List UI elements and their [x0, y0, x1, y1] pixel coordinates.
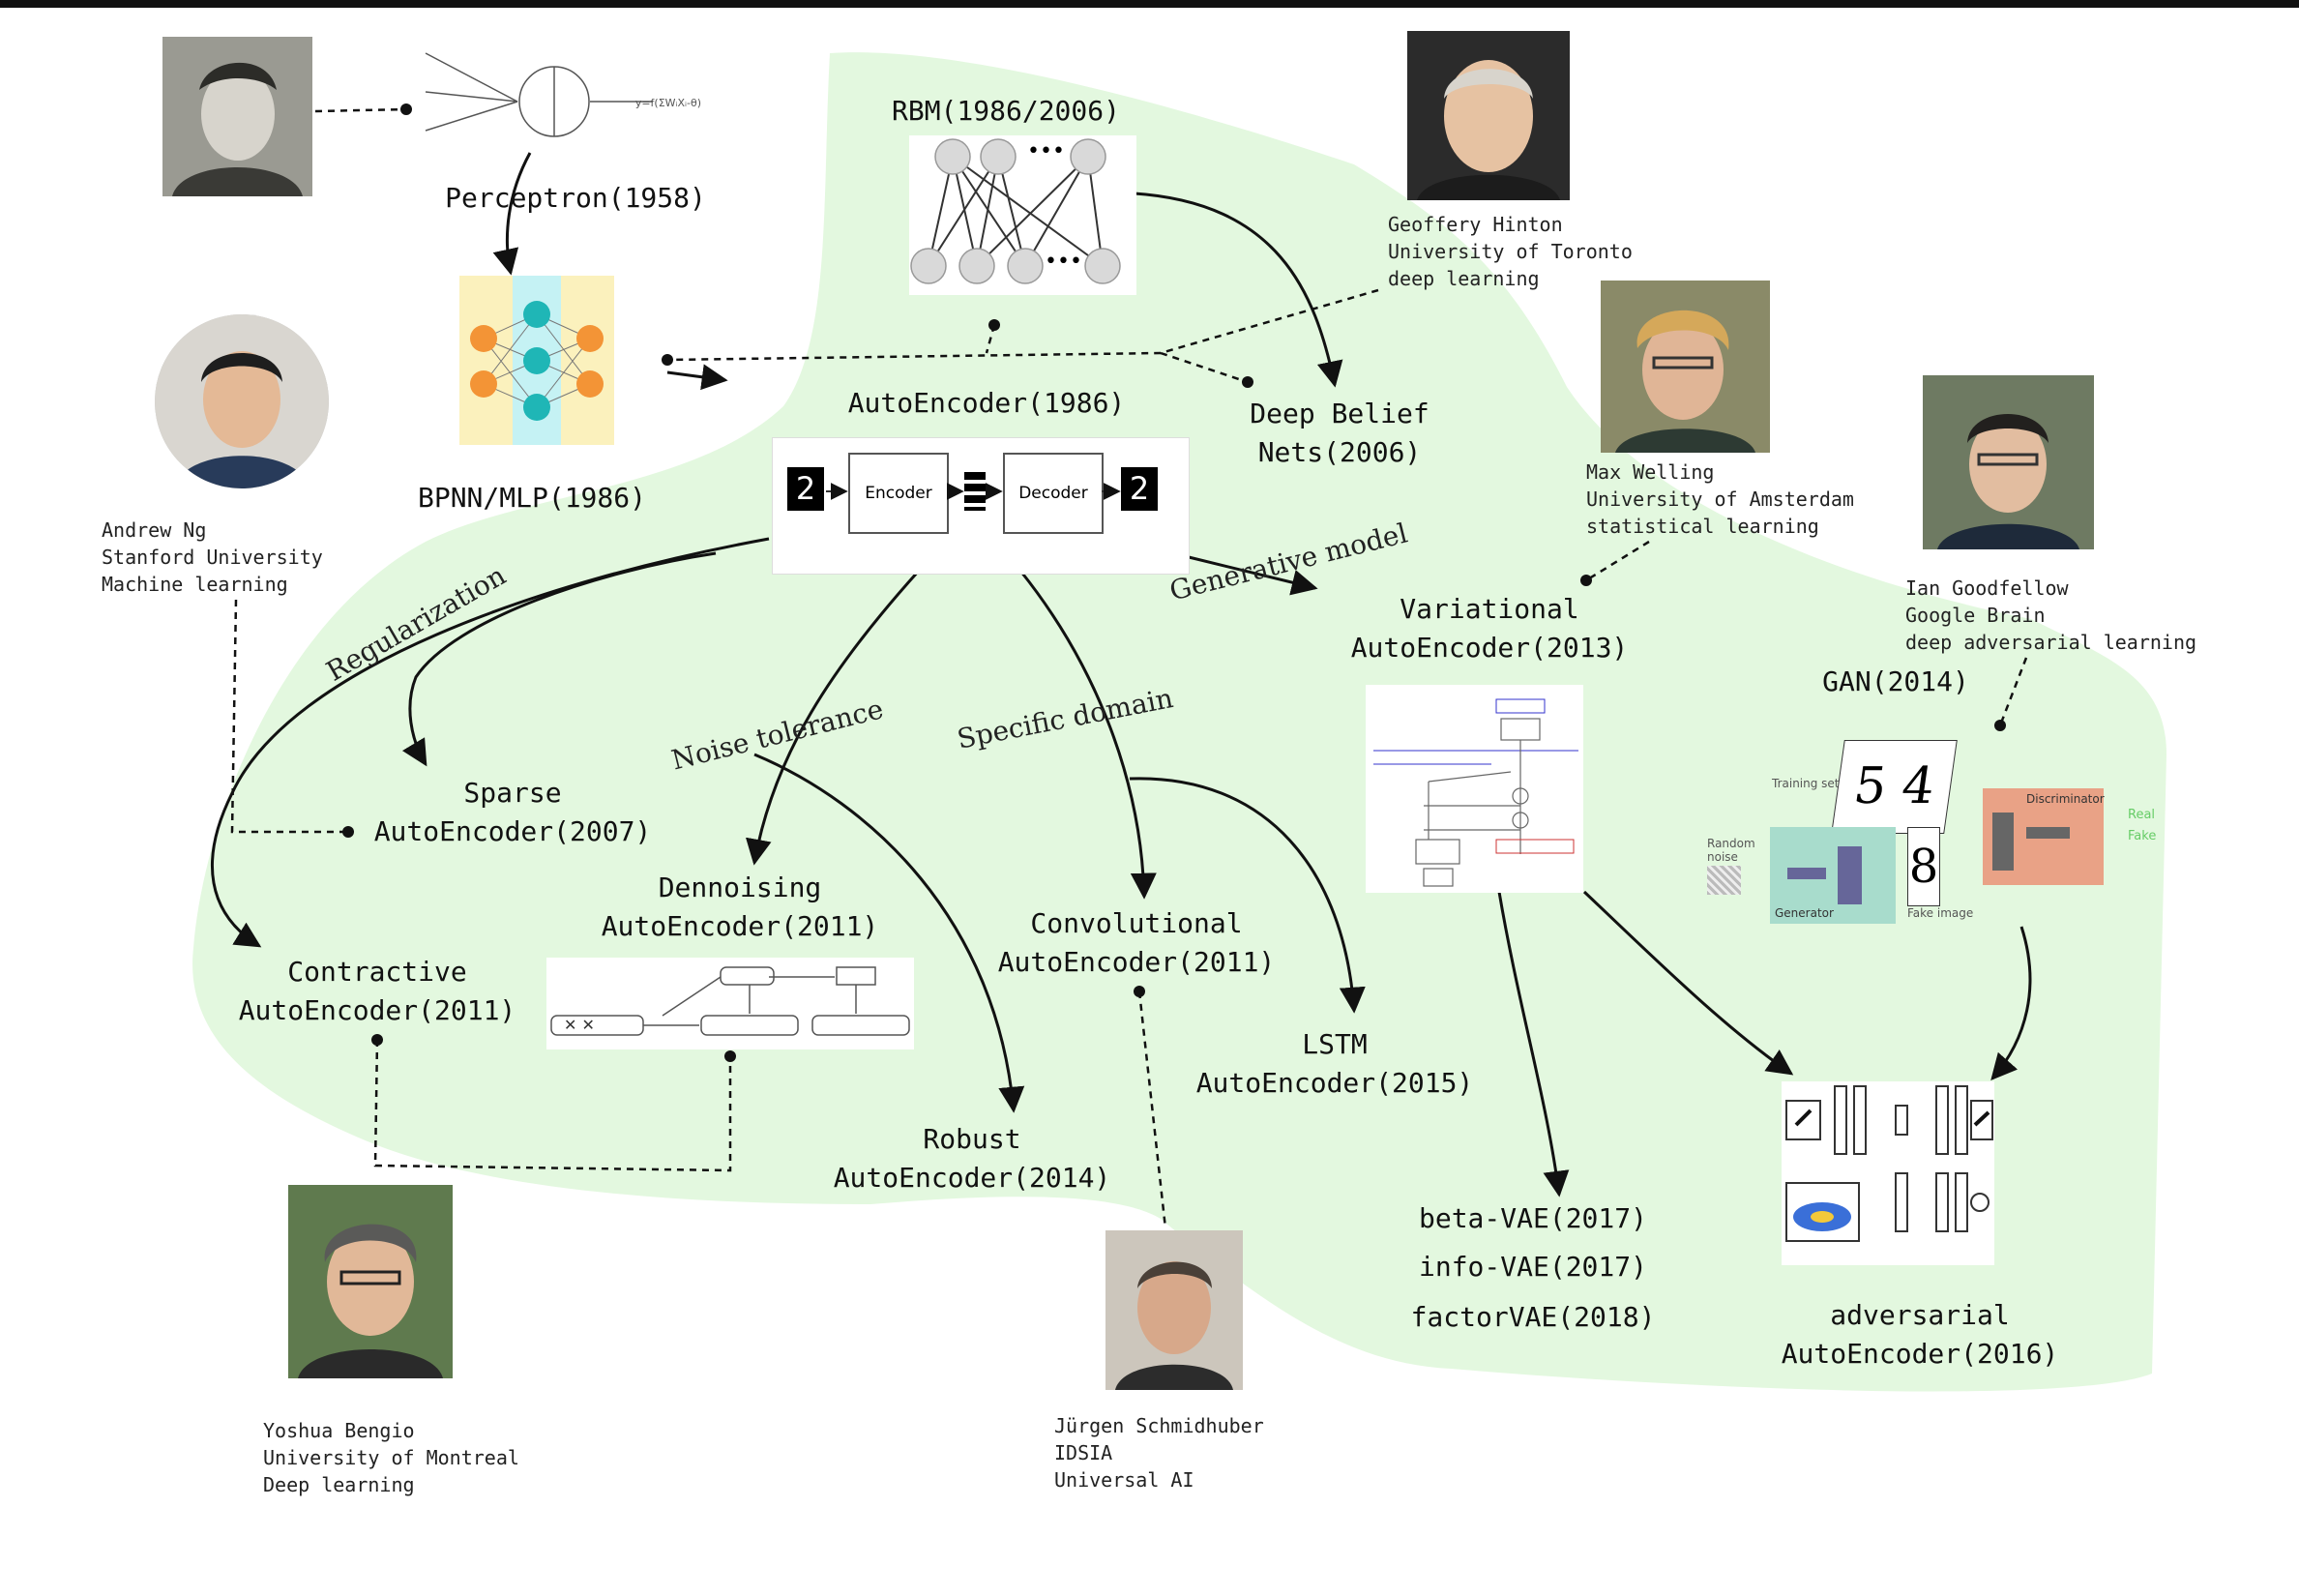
gan-generator-box: Generator [1770, 827, 1896, 924]
node-rbm: RBM(1986/2006) [891, 95, 1120, 127]
gan-training-set: 5 4 1 [1831, 740, 1958, 907]
gan-real-label: Real [2128, 808, 2156, 822]
hinton-caption: Geoffery Hinton University of Toronto de… [1388, 213, 1633, 290]
node-info-vae: info-VAE(2017) [1418, 1251, 1647, 1283]
node-gan: GAN(2014) [1822, 665, 1969, 697]
ae-latent [964, 472, 986, 511]
rosenblatt-photo [162, 37, 312, 196]
arrow-vae-adversarial [1582, 890, 1794, 1076]
node-convolutional: Convolutional AutoEncoder(2011) [997, 907, 1276, 978]
ng-photo [155, 314, 329, 488]
gan-random-label: Random noise [1707, 837, 1755, 864]
welling-photo [1601, 281, 1770, 453]
hinton-photo [1407, 31, 1570, 200]
gan-fake-image-label: Fake image [1907, 906, 1974, 920]
node-dbn: Deep Belief Nets(2006) [1250, 398, 1430, 468]
arrow-ae-convolutional [1018, 570, 1157, 900]
arrow-rbm-dbn [1134, 192, 1343, 388]
dash-hinton-dbn [1160, 351, 1249, 384]
gan-discriminator-box: Discriminator [1983, 788, 2105, 885]
arrow-ae-sparse [401, 551, 717, 767]
dash-rosenblatt [314, 107, 407, 113]
svg-text:y=f(ΣWᵢXᵢ-θ): y=f(ΣWᵢXᵢ-θ) [635, 97, 701, 109]
arrow-conv-lstm [1129, 777, 1366, 1014]
node-robust: Robust AutoEncoder(2014) [833, 1123, 1111, 1194]
gan-generator-layer2 [1838, 846, 1862, 904]
vae-figure [1366, 685, 1583, 893]
welling-caption: Max Welling University of Amsterdam stat… [1586, 460, 1854, 538]
node-lstm: LSTM AutoEncoder(2015) [1195, 1028, 1474, 1099]
node-beta-vae: beta-VAE(2017) [1418, 1202, 1647, 1234]
gan-training-label: Training set [1772, 777, 1840, 790]
gan-disc-layer1 [1992, 813, 2014, 871]
arrow-perceptron-bpnn [492, 152, 532, 276]
ae-output-digit: 2 [1121, 467, 1158, 511]
arrow-ae-denoising [745, 569, 921, 866]
node-adversarial: adversarial AutoEncoder(2016) [1781, 1299, 2059, 1370]
ae-decoder-box: Decoder [1003, 453, 1104, 534]
node-vae: Variational AutoEncoder(2013) [1350, 593, 1629, 664]
dash-schmidhuber [1137, 990, 1167, 1229]
arrow-ae-robust [753, 753, 1025, 1113]
autoencoder-figure: 2 Encoder Decoder 2 [772, 437, 1190, 575]
node-autoencoder: AutoEncoder(1986) [847, 387, 1126, 419]
green-region [192, 52, 2166, 1392]
arrow-gan-adversarial [1990, 926, 2032, 1081]
node-sparse: Sparse AutoEncoder(2007) [373, 777, 652, 847]
gan-figure: Training set 5 4 1 Random noise Generato… [1702, 721, 2157, 929]
dash-bengio [373, 1039, 732, 1172]
schmidhuber-caption: Jürgen Schmidhuber IDSIA Universal AI [1054, 1414, 1264, 1492]
rbm-figure: ••• ••• [909, 135, 1136, 295]
gan-generator-layers [1787, 868, 1826, 879]
node-perceptron: Perceptron(1958) [445, 182, 706, 214]
bengio-caption: Yoshua Bengio University of Montreal Dee… [263, 1419, 519, 1496]
gan-generator-label: Generator [1775, 906, 1834, 920]
adversarial-figure [1782, 1081, 1994, 1265]
arrow-bpnn-autoencoder [666, 364, 728, 391]
top-border [0, 0, 2299, 8]
rbm-dots-top: ••• [1027, 139, 1065, 163]
rbm-dots-bottom: ••• [1045, 250, 1082, 274]
goodfellow-caption: Ian Goodfellow Google Brain deep adversa… [1905, 576, 2197, 654]
node-denoising: Dennoising AutoEncoder(2011) [601, 872, 879, 942]
gan-fake-label: Fake [2128, 829, 2157, 843]
ng-caption: Andrew Ng Stanford University Machine le… [102, 518, 323, 596]
gan-noise [1707, 866, 1741, 895]
schmidhuber-photo [1105, 1230, 1243, 1390]
goodfellow-photo [1923, 375, 2094, 549]
gan-discriminator-label: Discriminator [2026, 792, 2105, 806]
arrow-ae-vae [1184, 554, 1318, 596]
gan-disc-layer2 [2026, 827, 2070, 839]
perceptron-figure: y=f(ΣWᵢXᵢ-θ) [411, 39, 730, 155]
arrow-vae-beta [1497, 891, 1570, 1197]
node-bpnn: BPNN/MLP(1986) [417, 482, 646, 514]
node-factor-vae: factorVAE(2018) [1410, 1301, 1656, 1333]
gan-fake-digit: 8 [1907, 827, 1940, 906]
ae-input-digit: 2 [787, 467, 824, 511]
denoising-figure: ✕ ✕ [546, 958, 914, 1049]
node-contractive: Contractive AutoEncoder(2011) [238, 956, 516, 1026]
dash-ng [230, 599, 348, 834]
svg-text:✕ ✕: ✕ ✕ [564, 1016, 595, 1034]
bpnn-figure [459, 276, 614, 445]
bengio-photo [288, 1185, 453, 1378]
